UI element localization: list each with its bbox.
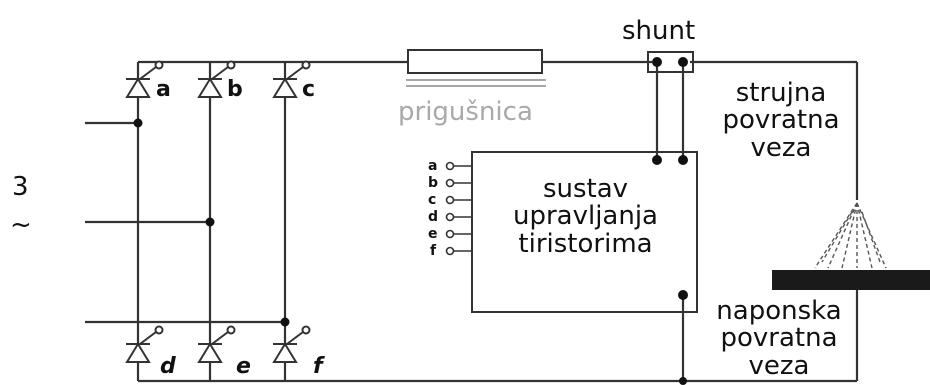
thyristor-f	[272, 325, 311, 363]
welding-arc	[814, 202, 887, 269]
thyristor-c	[272, 60, 311, 98]
controller-terminal-dot	[678, 155, 688, 165]
controller-terminal-dot	[678, 290, 688, 300]
input-terminal	[445, 212, 455, 222]
thyristor-e	[197, 325, 236, 363]
junction-dot	[133, 118, 143, 128]
workpiece-plate	[772, 270, 930, 290]
junction-dot	[205, 217, 215, 227]
thyristor-a	[125, 60, 164, 98]
bottom-junction-dot	[679, 377, 687, 385]
thyristor-label-a: a	[156, 77, 171, 102]
input-terminal	[445, 229, 455, 239]
shunt-block	[647, 51, 694, 73]
supply-phase-count: 3	[12, 172, 29, 202]
controller-input-a: a	[428, 158, 438, 174]
controller-input-d: d	[428, 209, 439, 225]
controller-input-e: e	[428, 226, 438, 242]
controller-input-b: b	[428, 175, 439, 191]
controller-input-c: c	[428, 192, 437, 208]
shunt-terminal-dot	[678, 57, 688, 67]
controller-label: sustav upravljanja tiristorima	[512, 174, 658, 259]
thyristor-label-d: d	[160, 354, 176, 379]
controller-terminal-dot	[652, 155, 662, 165]
input-terminal	[445, 161, 455, 171]
controller-block	[471, 151, 698, 313]
thyristor-label-f: f	[313, 354, 323, 379]
input-terminal	[445, 246, 455, 256]
input-terminal	[445, 178, 455, 188]
supply-ac-symbol: ~	[10, 210, 32, 240]
thyristor-d	[125, 325, 164, 363]
controller-input-f: f	[430, 243, 437, 259]
choke-body	[407, 49, 543, 74]
voltage-feedback-label: naponska povratna veza	[716, 296, 842, 381]
shunt-terminal-dot	[652, 57, 662, 67]
junction-dot	[280, 317, 290, 327]
current-feedback-label: strujna povratna veza	[722, 78, 840, 163]
thyristor-label-e: e	[236, 354, 251, 379]
thyristor-b	[197, 60, 236, 98]
choke-label: prigušnica	[398, 97, 533, 127]
shunt-label: shunt	[622, 16, 696, 46]
thyristor-label-b: b	[227, 77, 243, 102]
input-terminal	[445, 195, 455, 205]
thyristor-label-c: c	[302, 77, 316, 102]
